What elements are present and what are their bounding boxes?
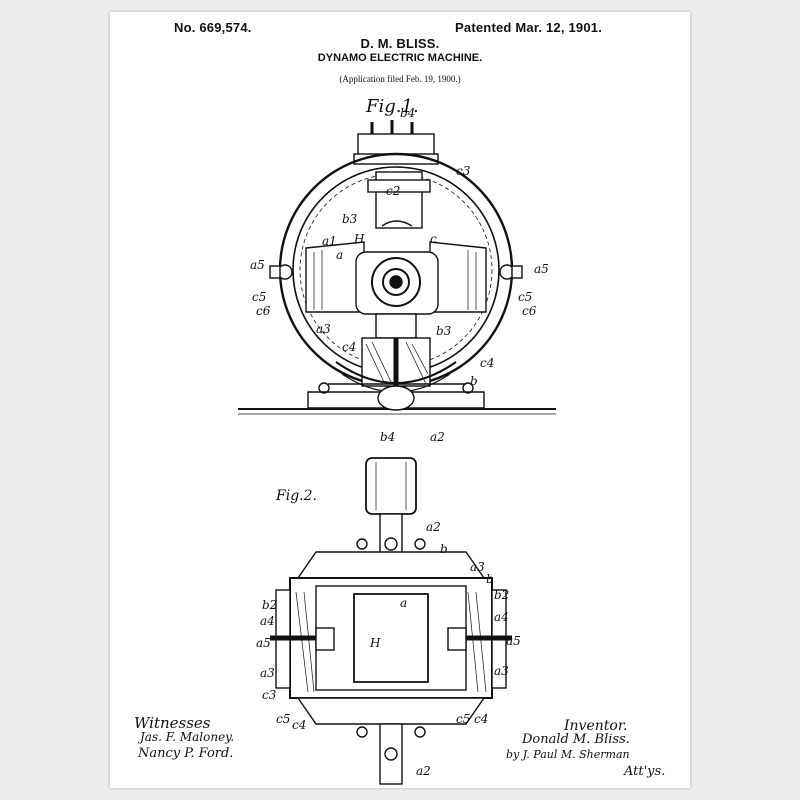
fig1-label: c5 xyxy=(252,290,267,304)
fig2-label: c5 xyxy=(456,712,471,726)
fig2-label: c3 xyxy=(262,688,277,702)
fig1-label: b3 xyxy=(342,212,358,226)
fig1-label: c4 xyxy=(480,356,495,370)
fig1-label: c6 xyxy=(256,304,271,318)
fig2-label: a2 xyxy=(426,520,441,534)
witness-2-signature: Nancy P. Ford. xyxy=(138,746,234,761)
fig2-label: a4 xyxy=(494,610,509,624)
fig1-label: c6 xyxy=(522,304,537,318)
figure-2-drawing xyxy=(270,457,512,785)
fig1-label: b xyxy=(470,374,478,388)
fig1-label: b4 xyxy=(380,430,396,444)
fig1-label: c5 xyxy=(518,290,533,304)
patent-sheet: No. 669,574. D. M. BLISS. Patented Mar. … xyxy=(110,12,690,788)
figure-1-drawing xyxy=(238,120,556,415)
fig1-label: H xyxy=(354,232,365,246)
fig2-label: a3 xyxy=(494,664,509,678)
fig1-label: a3 xyxy=(316,322,331,336)
fig2-label: c4 xyxy=(474,712,489,726)
fig2-label: b2 xyxy=(262,598,278,612)
fig2-label: b2 xyxy=(494,588,510,602)
fig1-label: a5 xyxy=(250,258,265,272)
fig1-label: a5 xyxy=(534,262,549,276)
patent-title: DYNAMO ELECTRIC MACHINE. xyxy=(317,52,483,64)
fig2-label: c4 xyxy=(292,718,307,732)
fig2-label: H xyxy=(370,636,381,650)
fig2-label: a xyxy=(400,596,408,610)
fig1-label: c xyxy=(430,232,437,246)
fig2-label: b xyxy=(440,542,448,556)
fig2-label: a4 xyxy=(260,614,275,628)
fig2-label: a2 xyxy=(416,764,431,778)
inventor-name-header: D. M. BLISS. xyxy=(360,36,440,51)
fig1-label: b3 xyxy=(436,324,452,338)
witness-1-signature: Jas. F. Maloney. xyxy=(140,730,235,744)
fig1-label: a2 xyxy=(430,430,445,444)
fig2-label: a3 xyxy=(470,560,485,574)
fig1-label: c2 xyxy=(386,184,401,198)
patent-number: No. 669,574. xyxy=(174,20,252,35)
figure-1-label: Fig.1. xyxy=(366,96,419,117)
figure-2-label: Fig.2. xyxy=(276,488,317,504)
fig1-label: c4 xyxy=(342,340,357,354)
patent-date: Patented Mar. 12, 1901. xyxy=(455,20,602,35)
application-filed-date: (Application filed Feb. 19, 1900.) xyxy=(339,74,461,84)
attorney-signature: by J. Paul M. Sherman xyxy=(506,748,630,761)
attorneys-label: Att'ys. xyxy=(624,764,666,779)
fig1-label: a1 xyxy=(322,234,337,248)
inventor-signature: Donald M. Bliss. xyxy=(522,732,630,747)
fig1-label: b4 xyxy=(400,106,416,120)
fig2-label: a5 xyxy=(506,634,521,648)
witnesses-heading: Witnesses xyxy=(134,714,211,732)
fig2-label: a5 xyxy=(256,636,271,650)
fig1-label: a xyxy=(336,248,344,262)
fig2-label: c5 xyxy=(276,712,291,726)
inventor-heading: Inventor. xyxy=(564,718,628,734)
fig1-label: c3 xyxy=(456,164,471,178)
fig2-label: b xyxy=(486,572,494,586)
fig2-label: a3 xyxy=(260,666,275,680)
